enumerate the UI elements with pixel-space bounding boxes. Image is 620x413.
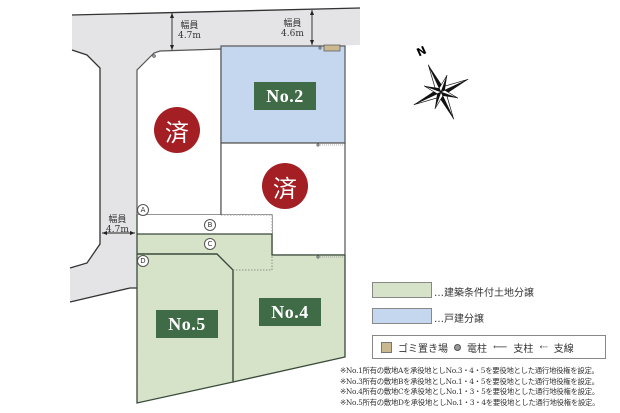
legend-swatch-detached-house [372,308,432,324]
guy-wire-arrow-icon: ⇠ [539,341,548,353]
note-line: ※No.5所有の敷地Dを承役地としNo.1・3・4を要役地とした通行地役権を設定… [340,397,600,407]
legend-support-pole: 支柱 [513,343,534,355]
easement-notes: ※No.1所有の敷地Aを承役地としNo.3・4・5を要役地とした通行地役権を設定… [340,366,620,408]
note-line: ※No.4所有の敷地Cを承役地としNo.1・3・5を要役地とした通行地役権を設定… [340,387,599,396]
width-arrow [102,10,313,234]
legend-swatch-conditional-land [372,282,432,298]
garbage-area [323,44,341,52]
road-width-west: 幅員 4.7m [106,215,129,235]
note-line: ※No.3所有の敷地Bを承役地としNo.1・4・5を要役地とした通行地役権を設定… [340,376,599,386]
easement-marker-b: B [204,219,216,231]
width-label-text: 幅員 [108,215,127,225]
easement-marker-c: C [204,238,216,250]
utility-pole-icon [152,46,322,259]
width-value: 4.7m [106,225,129,235]
sold-badge-no1: 済 [154,107,200,153]
legend-pole: 電柱 [467,343,487,355]
lot-label-no4: No.4 [259,298,321,326]
lot-no4[interactable] [137,234,345,382]
legend-conditional-land: …建築条件付土地分譲 [434,288,534,299]
garbage-icon [381,341,392,353]
road-width-north-east: 幅員 4.6m [281,19,304,39]
utility-pole-icon [454,343,461,351]
road-width-north: 幅員 4.7m [178,21,201,41]
easement-marker-a: A [137,204,149,216]
legend-guy-wire: 支線 [553,343,574,355]
legend-detached-house: …戸建分譲 [434,314,484,325]
easement-marker-d: D [137,255,149,267]
support-arrow-icon: ⟵ [493,341,508,353]
width-value: 4.6m [281,29,304,39]
width-value: 4.7m [178,31,201,41]
width-label-text: 幅員 [180,21,199,31]
lot-label-no5: No.5 [156,310,218,338]
sold-badge-no3: 済 [262,163,308,209]
note-line: ※No.1所有の敷地Aを承役地としNo.3・4・5を要役地とした通行地役権を設定… [340,366,599,375]
lot-label-no2: No.2 [254,82,316,110]
compass-icon [413,64,469,120]
road [70,8,360,302]
width-label-text: 幅員 [283,19,302,29]
legend-garbage: ゴミ置き場 [398,343,448,355]
legend-symbols: ゴミ置き場 電柱 ⟵ 支柱 ⇠ 支線 [372,335,606,359]
